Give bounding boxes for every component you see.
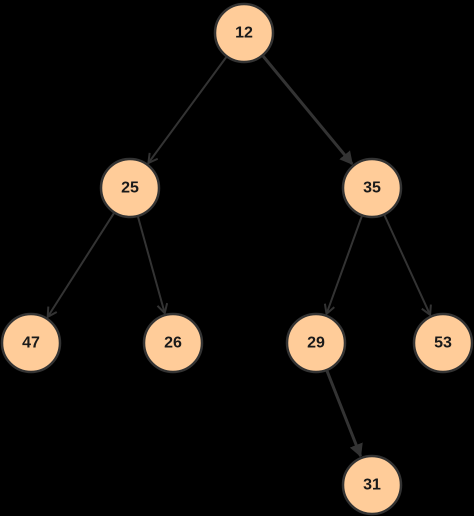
edge-12-to-35: [261, 54, 354, 166]
tree-node-29: 29: [285, 312, 347, 374]
node-label: 31: [363, 477, 381, 494]
tree-node-26: 26: [142, 312, 204, 374]
node-circle: [99, 157, 161, 219]
edge-29-to-31: [325, 369, 363, 458]
node-circle: [341, 157, 403, 219]
node-circle: [341, 454, 403, 516]
tree-node-47: 47: [0, 312, 62, 374]
node-circle: [285, 312, 347, 374]
node-label: 12: [235, 25, 253, 42]
tree-node-25: 25: [99, 157, 161, 219]
edge-12-to-25: [148, 55, 228, 163]
tree-node-35: 35: [341, 157, 403, 219]
node-circle: [412, 312, 474, 374]
node-label: 26: [164, 335, 182, 352]
tree-node-31: 31: [341, 454, 403, 516]
edge-25-to-47: [48, 211, 116, 316]
tree-node-12: 12: [213, 2, 275, 64]
node-label: 53: [434, 335, 452, 352]
node-circle: [213, 2, 275, 64]
edges: [48, 54, 430, 458]
tree-node-53: 53: [412, 312, 474, 374]
node-label: 29: [307, 335, 325, 352]
node-label: 47: [22, 335, 40, 352]
node-circle: [142, 312, 204, 374]
edge-25-to-26: [136, 215, 165, 313]
edge-35-to-29: [327, 214, 364, 314]
node-label: 35: [363, 180, 381, 197]
node-circle: [0, 312, 62, 374]
node-label: 25: [121, 180, 139, 197]
edge-35-to-53: [383, 213, 430, 314]
